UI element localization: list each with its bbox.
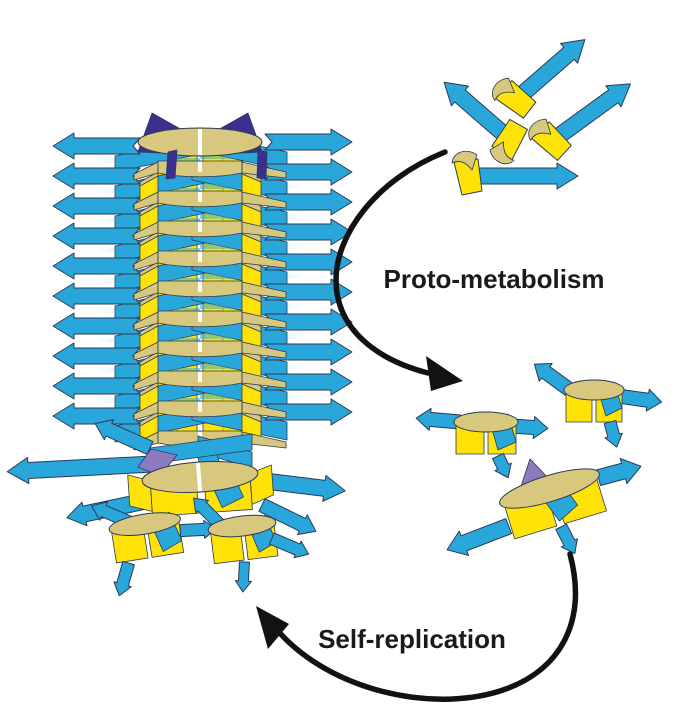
monomer-curl (451, 150, 478, 171)
monomer-strand-arrow (550, 83, 631, 145)
strand-arrow-shape (113, 560, 135, 597)
strand-arrow-shape (258, 498, 317, 536)
daughter-rings (91, 497, 310, 597)
strand-arrow-shape (533, 362, 575, 397)
rim-gap (198, 282, 202, 292)
ring-arm-down (234, 561, 252, 593)
ring-arm-down (113, 560, 135, 597)
free-monomers (443, 39, 631, 196)
rim-ellipse (453, 411, 519, 433)
cycle-arrow-proto-metabolism (333, 149, 463, 391)
proto-metabolism-label: Proto-metabolism (383, 264, 604, 294)
free-monomer-3 (528, 83, 631, 161)
strand-arrow-shape (234, 561, 252, 593)
strand-arrow-shape (595, 457, 642, 486)
curved-arrow-shaft (275, 551, 579, 702)
curved-arrow-head (256, 606, 289, 649)
self-replication-label: Self-replication (318, 624, 506, 654)
fade-strip-right (200, 154, 304, 159)
monomer-strand-arrow (443, 81, 512, 143)
ring-arm-down (492, 452, 512, 479)
ring-oligomer-1 (415, 407, 549, 479)
cycle-arrow-self-replication (256, 551, 579, 702)
cap-sliver (256, 149, 268, 180)
daughter-ring-1 (91, 501, 217, 597)
rim-gap (198, 192, 202, 202)
free-monomer-1 (491, 39, 586, 119)
strand-arrow-shape (446, 518, 513, 556)
fibril-stack (52, 112, 353, 477)
strand-arrow-shape (264, 128, 353, 156)
ring-arm-long (595, 457, 642, 486)
monomer-strand-arrow (473, 162, 579, 190)
strand-arrow-shape (415, 407, 462, 431)
monomer-curl (491, 77, 515, 102)
ring-oligomers (415, 362, 663, 556)
ring-arm (533, 362, 575, 397)
rim-gap (198, 222, 202, 232)
ring-oligomer-3 (446, 457, 642, 556)
ring-arm (415, 407, 462, 431)
daughter-ring-2 (193, 497, 310, 593)
fade-strip-left (96, 158, 200, 163)
rim-ellipse (207, 514, 277, 538)
ring-arm-down (555, 523, 578, 555)
curved-arrow-shaft (333, 149, 448, 376)
free-monomer-2 (443, 81, 529, 165)
monomer-curl (489, 141, 515, 165)
rim-ellipse (108, 512, 181, 536)
beta-strand-arrow-right (264, 128, 353, 156)
monomer-curl (528, 118, 552, 141)
monomer-strand-arrow (514, 39, 586, 103)
ring-oligomer-2 (533, 362, 663, 448)
released-strand-lower-right (258, 498, 317, 536)
strand-arrow-shape (555, 523, 578, 555)
strand-arrow-shape (492, 452, 512, 479)
rim-gap (198, 372, 202, 382)
transition-arrow-up-left (94, 419, 154, 455)
free-monomer-4 (451, 150, 579, 196)
rim-gap (198, 162, 202, 172)
rim-ellipse (563, 379, 625, 401)
rim-ellipse (499, 468, 600, 509)
cap-sliver (165, 149, 178, 180)
ring-arm-long (446, 518, 513, 556)
rim-gap (196, 462, 202, 492)
ring-arm-right (268, 532, 310, 559)
curved-arrow-head (426, 356, 463, 391)
strand-arrow-shape (268, 532, 310, 559)
beta-strand-arrow-left (52, 132, 141, 160)
rim-gap (198, 312, 202, 322)
strand-arrow-shape (52, 132, 141, 160)
rim-gap (198, 252, 202, 262)
rim-gap (198, 402, 202, 412)
strand-arrow-shape (94, 419, 154, 455)
detached-ring (6, 433, 346, 536)
detached-ring-body (127, 460, 274, 517)
strand-arrow-shape (603, 419, 623, 448)
ring-arm-down (603, 419, 623, 448)
cap-gap (198, 129, 202, 155)
rim-gap (198, 342, 202, 352)
